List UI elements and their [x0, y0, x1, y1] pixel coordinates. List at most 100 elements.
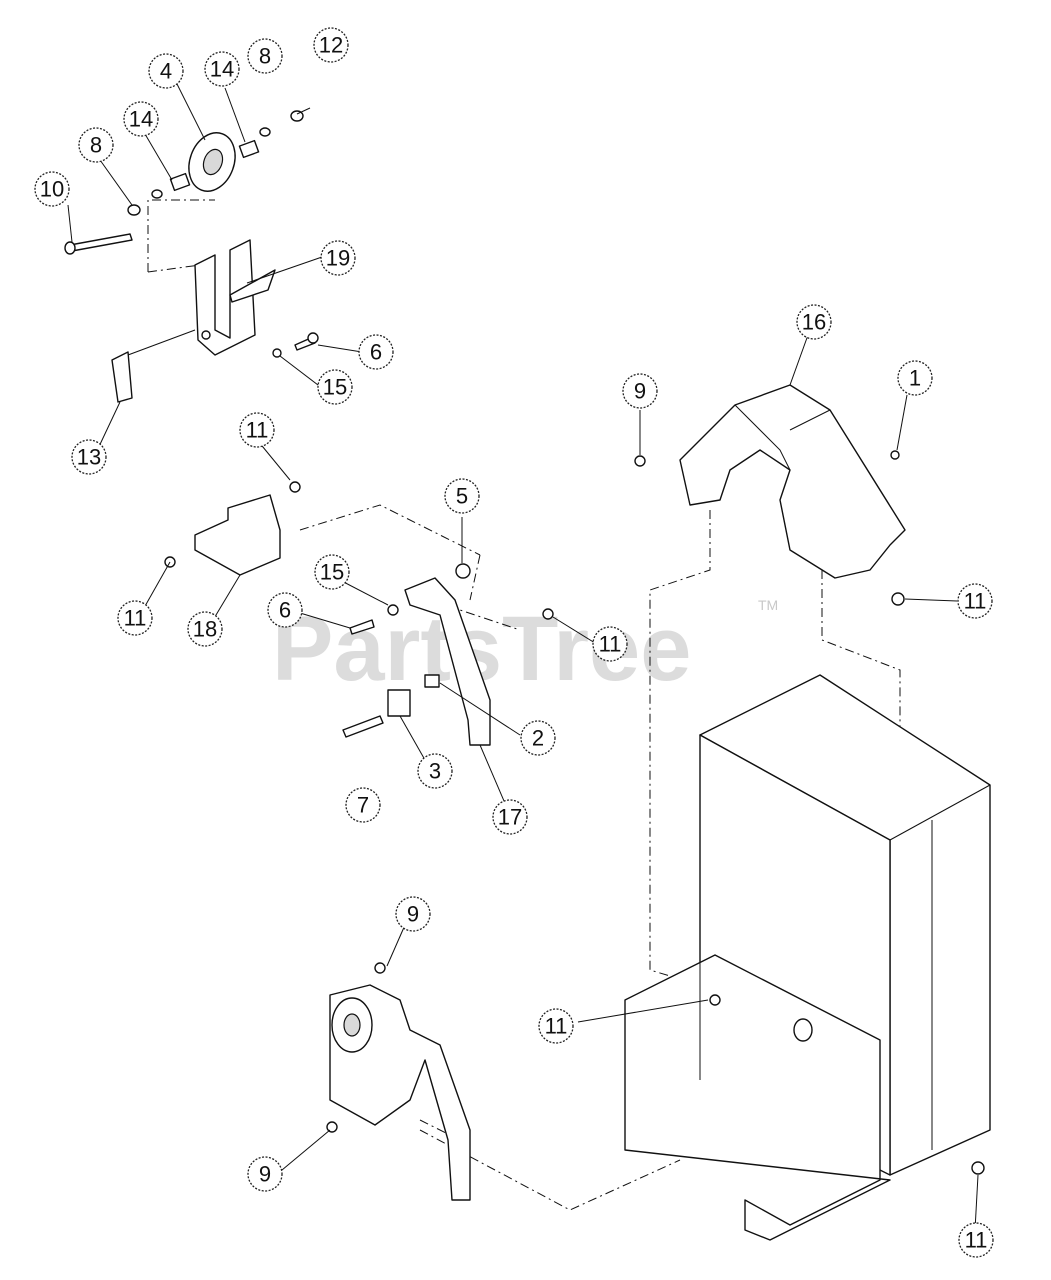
lower-idler-assembly — [326, 962, 471, 1201]
nut-12 — [290, 110, 304, 122]
svg-text:2: 2 — [532, 726, 544, 751]
svg-text:9: 9 — [407, 902, 419, 927]
bolt-9-lower-top — [374, 962, 386, 974]
callout-14-left: 14 — [123, 101, 159, 137]
nut-11-housing — [709, 994, 721, 1006]
callout-9-cover: 9 — [622, 373, 658, 409]
washer-8 — [127, 204, 141, 216]
callout-18: 18 — [187, 611, 223, 647]
svg-text:10: 10 — [40, 177, 64, 202]
bracket-18-body — [194, 494, 281, 576]
bolt-10 — [69, 233, 133, 252]
svg-text:19: 19 — [326, 246, 350, 271]
callout-5: 5 — [444, 478, 480, 514]
watermark: PartsTree TM — [272, 597, 778, 700]
callout-8-left: 8 — [78, 127, 114, 163]
spring-13 — [111, 351, 133, 403]
idler-bracket-19 — [111, 239, 319, 403]
svg-text:1: 1 — [909, 366, 921, 391]
callout-17: 17 — [492, 799, 528, 835]
svg-text:12: 12 — [319, 33, 343, 58]
housing-base — [624, 954, 891, 1241]
callout-7: 7 — [345, 787, 381, 823]
callout-8-top: 8 — [247, 38, 283, 74]
nut-15-lever — [387, 604, 399, 616]
spacer-14-second — [238, 139, 260, 159]
callout-11-housing: 11 — [538, 1008, 574, 1044]
callout-2: 2 — [520, 720, 556, 756]
callouts: 12 8 14 4 14 8 10 19 6 15 13 16 9 1 11 5… — [34, 27, 994, 1258]
svg-text:11: 11 — [545, 1014, 568, 1039]
callout-9-lower-bottom: 9 — [247, 1156, 283, 1192]
svg-text:6: 6 — [370, 340, 382, 365]
bolt-9-lower-bottom — [326, 1121, 338, 1133]
svg-text:4: 4 — [160, 59, 172, 84]
nut-15-top — [272, 348, 282, 358]
callout-11-cover: 11 — [957, 583, 993, 619]
svg-text:11: 11 — [599, 632, 622, 657]
svg-text:9: 9 — [634, 379, 646, 404]
svg-text:11: 11 — [965, 1228, 988, 1253]
washer-8-third — [259, 127, 271, 137]
svg-text:18: 18 — [193, 617, 217, 642]
svg-text:17: 17 — [498, 805, 522, 830]
main-housing — [624, 674, 991, 1241]
pulley-4-bearing — [202, 148, 224, 176]
svg-text:14: 14 — [210, 57, 234, 82]
callout-3: 3 — [417, 753, 453, 789]
callout-10: 10 — [34, 171, 70, 207]
washer-5 — [455, 563, 471, 579]
svg-text:16: 16 — [802, 310, 826, 335]
svg-text:6: 6 — [279, 598, 291, 623]
svg-text:15: 15 — [323, 375, 347, 400]
lever-17-assembly — [342, 563, 554, 746]
cover-16-body — [679, 384, 906, 579]
bolt-6-top-head — [307, 332, 319, 344]
callout-15-lever: 15 — [314, 554, 350, 590]
callout-19: 19 — [320, 240, 356, 276]
housing-pulley-hole — [793, 1018, 813, 1042]
svg-text:11: 11 — [124, 606, 147, 631]
watermark-trademark: TM — [758, 597, 778, 613]
spacer-3 — [387, 689, 411, 717]
lower-pulley-bearing — [343, 1013, 361, 1037]
svg-text:9: 9 — [259, 1162, 271, 1187]
callout-15-top: 15 — [317, 369, 353, 405]
svg-text:3: 3 — [429, 759, 441, 784]
callout-4: 4 — [148, 53, 184, 89]
bracket-18 — [164, 481, 301, 576]
callout-13: 13 — [71, 439, 107, 475]
bolt-6-lever — [349, 619, 375, 635]
callout-11-lever: 11 — [592, 626, 628, 662]
bracket-19-body — [194, 239, 256, 356]
callout-9-lower-top: 9 — [395, 896, 431, 932]
svg-text:11: 11 — [964, 589, 987, 614]
callout-14-top: 14 — [204, 51, 240, 87]
bolt-7 — [342, 715, 384, 738]
bolt-9-cover — [634, 455, 646, 467]
svg-text:8: 8 — [90, 133, 102, 158]
svg-text:15: 15 — [320, 560, 344, 585]
spacer-14 — [169, 172, 191, 192]
svg-text:11: 11 — [246, 418, 269, 443]
svg-text:7: 7 — [357, 793, 369, 818]
nut-11-lever — [542, 608, 554, 620]
svg-text:13: 13 — [77, 445, 101, 470]
nut-11-bracket-top — [289, 481, 301, 493]
nut-11-bottom — [971, 1161, 985, 1175]
callout-6-lever: 6 — [267, 592, 303, 628]
callout-6-top: 6 — [358, 334, 394, 370]
pin-2 — [424, 674, 440, 688]
belt-cover-16 — [634, 384, 906, 606]
bracket-19-hole — [201, 330, 211, 340]
svg-text:14: 14 — [129, 107, 153, 132]
washer-8-second — [151, 189, 163, 199]
idler-pulley-assembly — [64, 110, 304, 255]
clip-1 — [890, 450, 900, 460]
callout-11-bottom: 11 — [958, 1222, 994, 1258]
svg-text:5: 5 — [456, 484, 468, 509]
bolt-10-head — [64, 241, 76, 255]
callout-11-bracket-left: 11 — [117, 600, 153, 636]
nut-11-cover — [891, 592, 905, 606]
